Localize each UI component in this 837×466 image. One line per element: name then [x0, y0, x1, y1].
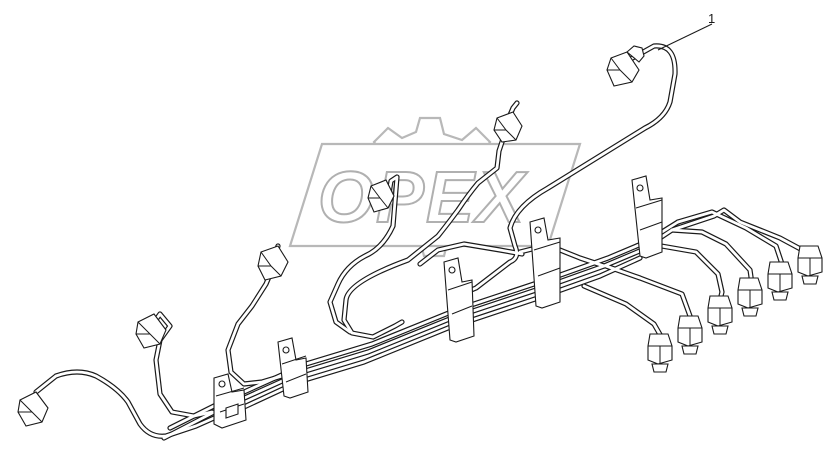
- nut-5: [135, 313, 167, 349]
- pump-nut-6: [647, 333, 673, 373]
- nut-2: [493, 111, 523, 143]
- clamp-3: [443, 257, 475, 343]
- pump-nut-1: [797, 245, 823, 285]
- clamp-5: [631, 175, 663, 259]
- clamp-2: [277, 337, 309, 399]
- watermark: OPEX: [288, 116, 582, 258]
- pump-nut-3: [737, 277, 763, 317]
- nut-6: [17, 391, 49, 427]
- pump-nuts: [647, 245, 823, 373]
- clamp-1: [213, 373, 247, 429]
- clamps: [213, 175, 663, 429]
- callout-label: 1: [708, 11, 715, 26]
- pump-nut-2: [767, 261, 793, 301]
- callout-1: 1: [657, 11, 715, 51]
- nut-3: [367, 179, 395, 213]
- nut-1: [606, 45, 645, 87]
- manifold-rail-c: [213, 255, 643, 423]
- nut-4: [257, 245, 289, 281]
- watermark-text: OPEX: [318, 158, 528, 238]
- pump-nut-5: [677, 315, 703, 355]
- injector-nuts: [17, 45, 645, 427]
- pump-nut-4: [707, 295, 733, 335]
- branch-6: [581, 283, 665, 341]
- callout-leader: [657, 23, 713, 51]
- branch-5: [603, 263, 693, 325]
- clamp-4: [529, 217, 561, 309]
